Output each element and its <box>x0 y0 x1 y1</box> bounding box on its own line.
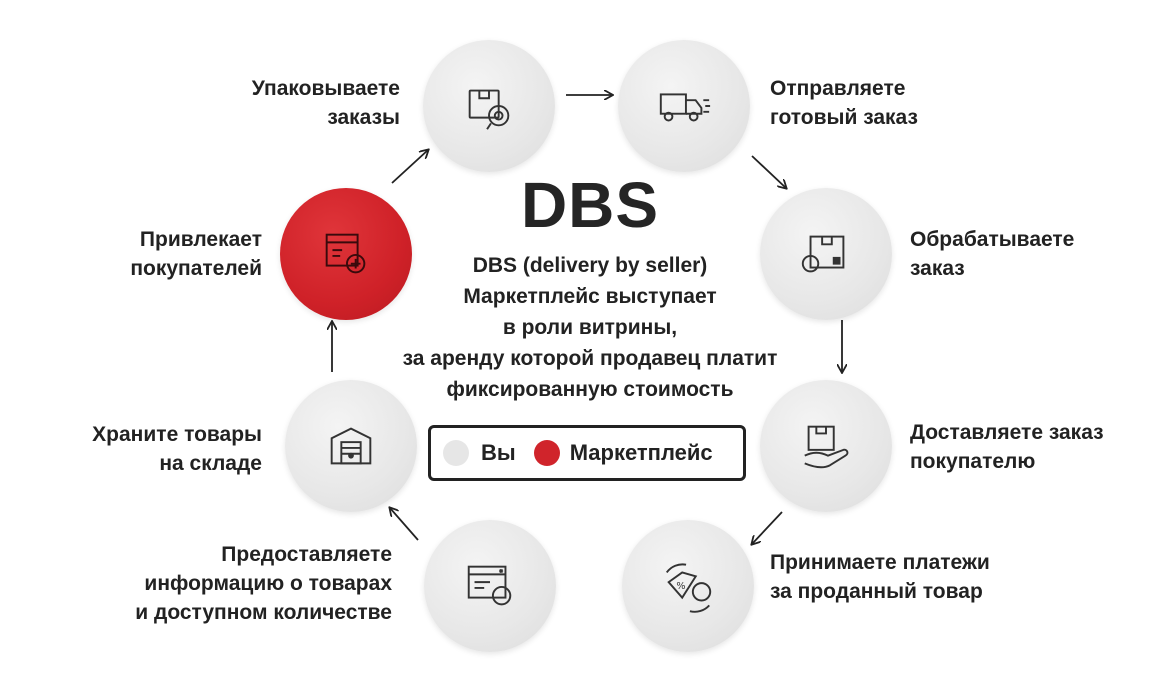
legend-marketplace-swatch <box>533 440 560 466</box>
legend-marketplace-label: Маркетплейс <box>569 440 713 465</box>
legend-you-label: Вы <box>481 440 516 465</box>
step-deliver-circle <box>760 380 892 512</box>
legend-you-swatch <box>443 440 469 466</box>
warehouse-icon <box>330 427 372 465</box>
step-attract-circle <box>280 188 412 320</box>
box-processing-icon <box>801 235 845 273</box>
step-process-label: Обрабатываете заказ <box>910 228 1075 280</box>
diagram-description: DBS (delivery by seller) Маркетплейс выс… <box>402 254 778 401</box>
step-payment-circle: % <box>622 520 754 652</box>
step-ship-circle <box>618 40 750 172</box>
svg-text:%: % <box>676 581 685 592</box>
arrow-attract-to-pack <box>391 150 428 184</box>
step-pack-circle <box>423 40 555 172</box>
step-ship-label: Отправляете готовый заказ <box>770 77 918 129</box>
step-info-circle <box>424 520 556 652</box>
product-info-window-icon <box>467 565 512 606</box>
hand-with-box-icon <box>804 425 849 469</box>
legend: Вы Маркетплейс <box>428 425 746 481</box>
step-store-label: Храните товары на складе <box>92 423 262 475</box>
step-info-label: Предоставляете информацию о товарах и до… <box>135 543 392 624</box>
step-deliver-label: Доставляете заказ покупателю <box>910 421 1104 473</box>
step-process-circle <box>760 188 892 320</box>
arrow-payment-to-info <box>390 508 419 541</box>
step-payment-label: Принимаете платежи за проданный товар <box>770 551 990 603</box>
store-buyers-icon <box>325 233 366 274</box>
step-store-circle <box>285 380 417 512</box>
step-pack-label: Упаковываете заказы <box>251 77 400 129</box>
arrow-deliver-to-payment <box>752 511 783 544</box>
arrow-ship-to-process <box>751 155 786 188</box>
diagram-title: DBS <box>520 169 660 241</box>
package-scan-icon <box>468 89 510 130</box>
step-attract-label: Привлекает покупателей <box>130 228 262 280</box>
payment-tag-icon: % <box>665 563 712 613</box>
delivery-truck-icon <box>659 93 711 122</box>
